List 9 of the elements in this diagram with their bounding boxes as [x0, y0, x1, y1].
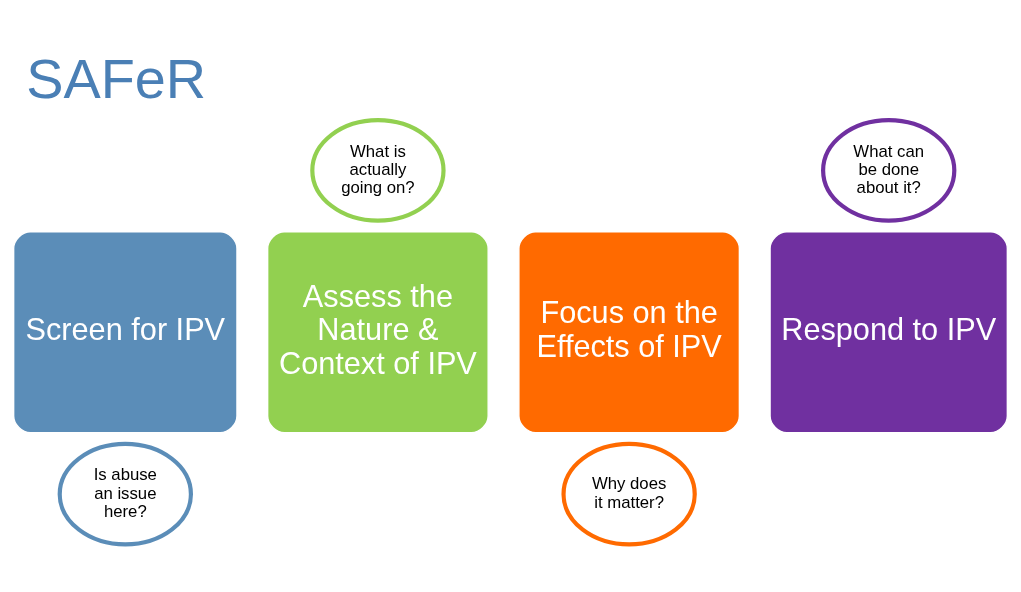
node-ellipse: What is actually going on? [310, 118, 446, 223]
diagram-title: SAFeR [26, 46, 207, 110]
node-ellipse: Is abuse an issue here? [57, 441, 193, 547]
node-ellipse: Why does it matter? [561, 441, 697, 547]
node-ellipse: What can be done about it? [821, 118, 957, 223]
node-box: Screen for IPV [12, 231, 238, 434]
node-box: Assess the Nature & Context of IPV [266, 231, 489, 434]
node-box: Focus on the Effects of IPV [518, 231, 741, 434]
node-box: Respond to IPV [769, 231, 1009, 434]
